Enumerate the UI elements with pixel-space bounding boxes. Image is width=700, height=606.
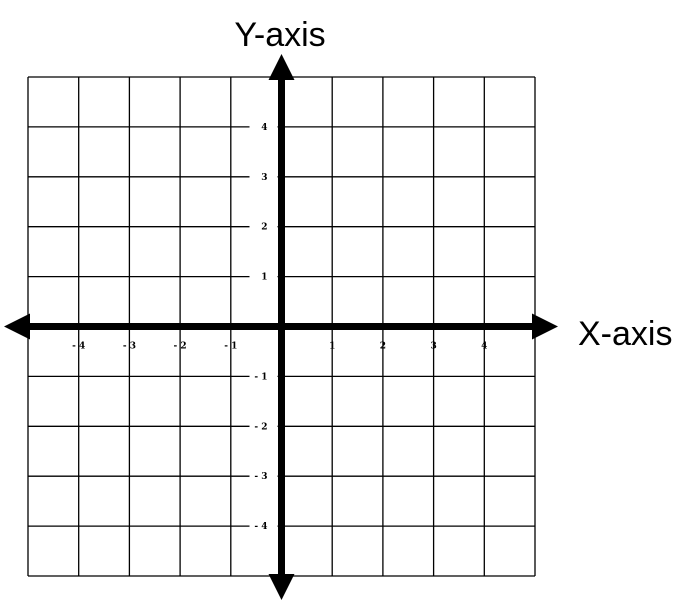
y-tick-label-bg [249, 518, 278, 535]
axes [4, 54, 558, 600]
y-tick-label-bg [249, 168, 278, 185]
y-tick-label: - 4 [254, 522, 267, 532]
y-tick-label: - 2 [254, 422, 267, 432]
x-tick-label: 3 [430, 342, 436, 352]
y-tick-label-bg [249, 418, 278, 435]
x-tick-label: - 2 [174, 342, 187, 352]
y-tick-label: 1 [261, 273, 267, 283]
y-tick-label-bg [249, 118, 278, 135]
y-axis-arrow-bottom [268, 574, 295, 600]
y-tick-label-bg [249, 468, 278, 485]
x-axis-arrow-right [532, 313, 558, 340]
x-tick-label: 0 [278, 342, 284, 352]
y-tick-label: - 1 [254, 372, 267, 382]
y-tick-label-bg [249, 218, 278, 235]
x-tick-label: - 3 [123, 342, 136, 352]
y-axis-title: Y-axis [234, 16, 325, 54]
y-tick-label: - 3 [254, 472, 267, 482]
y-tick-label-bg [249, 268, 278, 285]
y-tick-label-bg [249, 368, 278, 385]
x-tick-label: 1 [329, 342, 335, 352]
tick-labels: - 4 - 3 - 2 - 1 0 1 2 3 4 4 3 2 1 - 1 - 2 - 3 - 4 [72, 118, 487, 535]
y-axis-arrow-top [268, 54, 295, 80]
x-tick-label: - 1 [224, 342, 237, 352]
x-axis-arrow-left [4, 313, 30, 340]
x-tick-label: - 4 [72, 342, 85, 352]
x-tick-label: 4 [481, 342, 487, 352]
y-tick-label: 4 [261, 123, 267, 133]
x-tick-label: 2 [380, 342, 386, 352]
y-tick-label: 2 [261, 223, 267, 233]
y-tick-label: 3 [261, 173, 267, 183]
x-axis-title: X-axis [578, 315, 672, 353]
